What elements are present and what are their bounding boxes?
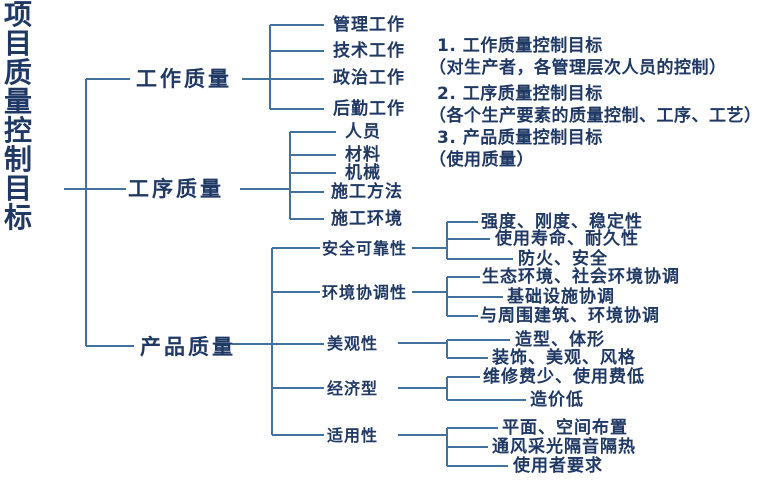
root-title-char: 质: [3, 56, 32, 89]
subbranch-economy: 经济型: [327, 379, 379, 398]
leaf-technical-work: 技术工作: [333, 41, 405, 61]
root-title-char: 目: [3, 172, 32, 205]
leaf-construction-method: 施工方法: [331, 182, 403, 202]
note-work-quality-detail: （对生产者，各管理层次人员的控制）: [429, 58, 727, 78]
leaf-decoration-style: 装饰、美观、风格: [492, 348, 636, 368]
root-title-char: 目: [3, 27, 32, 60]
note-product-quality-detail: （使用质量）: [429, 150, 534, 170]
branch-work-quality: 工作质量: [136, 67, 232, 91]
leaf-management-work: 管理工作: [333, 15, 405, 35]
subbranch-safety-reliability: 安全可靠性: [322, 239, 408, 258]
leaf-machinery: 机械: [345, 163, 381, 183]
leaf-logistics-work: 后勤工作: [333, 99, 405, 119]
leaf-personnel: 人员: [345, 122, 381, 142]
leaf-low-construction-cost: 造价低: [530, 390, 584, 410]
leaf-strength-rigidity-stability: 强度、刚度、稳定性: [481, 212, 643, 232]
branch-process-quality: 工序质量: [128, 177, 224, 201]
note-product-quality-goal: 3. 产品质量控制目标: [437, 128, 603, 148]
leaf-fire-safety: 防火、安全: [518, 249, 608, 269]
subbranch-aesthetics: 美观性: [327, 334, 379, 353]
root-title: 项 目 质 量 控 制 目 标: [0, 0, 36, 232]
root-title-char: 控: [3, 114, 32, 147]
leaf-shape-form: 造型、体形: [515, 330, 605, 350]
leaf-infrastructure-coordination: 基础设施协调: [507, 287, 615, 307]
root-title-char: 项: [3, 0, 32, 31]
leaf-ventilation-lighting: 通风采光隔音隔热: [492, 437, 636, 457]
leaf-user-requirements: 使用者要求: [513, 456, 603, 476]
branch-product-quality: 产品质量: [140, 335, 236, 359]
leaf-surrounding-buildings: 与周围建筑、环境协调: [480, 306, 660, 326]
leaf-materials: 材料: [345, 145, 381, 165]
leaf-low-maintenance-cost: 维修费少、使用费低: [483, 367, 645, 387]
leaf-plane-space-layout: 平面、空间布置: [502, 418, 628, 438]
subbranch-applicability: 适用性: [327, 426, 379, 445]
note-work-quality-goal: 1. 工作质量控制目标: [437, 36, 603, 56]
leaf-service-life-durability: 使用寿命、耐久性: [495, 229, 639, 249]
subbranch-environment-coordination: 环境协调性: [322, 283, 408, 302]
note-process-quality-goal: 2. 工序质量控制目标: [437, 84, 603, 104]
root-title-char: 制: [3, 143, 32, 176]
leaf-construction-environment: 施工环境: [331, 209, 403, 229]
leaf-eco-social-environment: 生态环境、社会环境协调: [482, 267, 680, 287]
note-process-quality-detail: （各个生产要素的质量控制、工序、工艺）: [429, 106, 760, 126]
leaf-political-work: 政治工作: [333, 68, 405, 88]
root-title-char: 量: [3, 85, 32, 118]
root-title-char: 标: [3, 201, 32, 234]
